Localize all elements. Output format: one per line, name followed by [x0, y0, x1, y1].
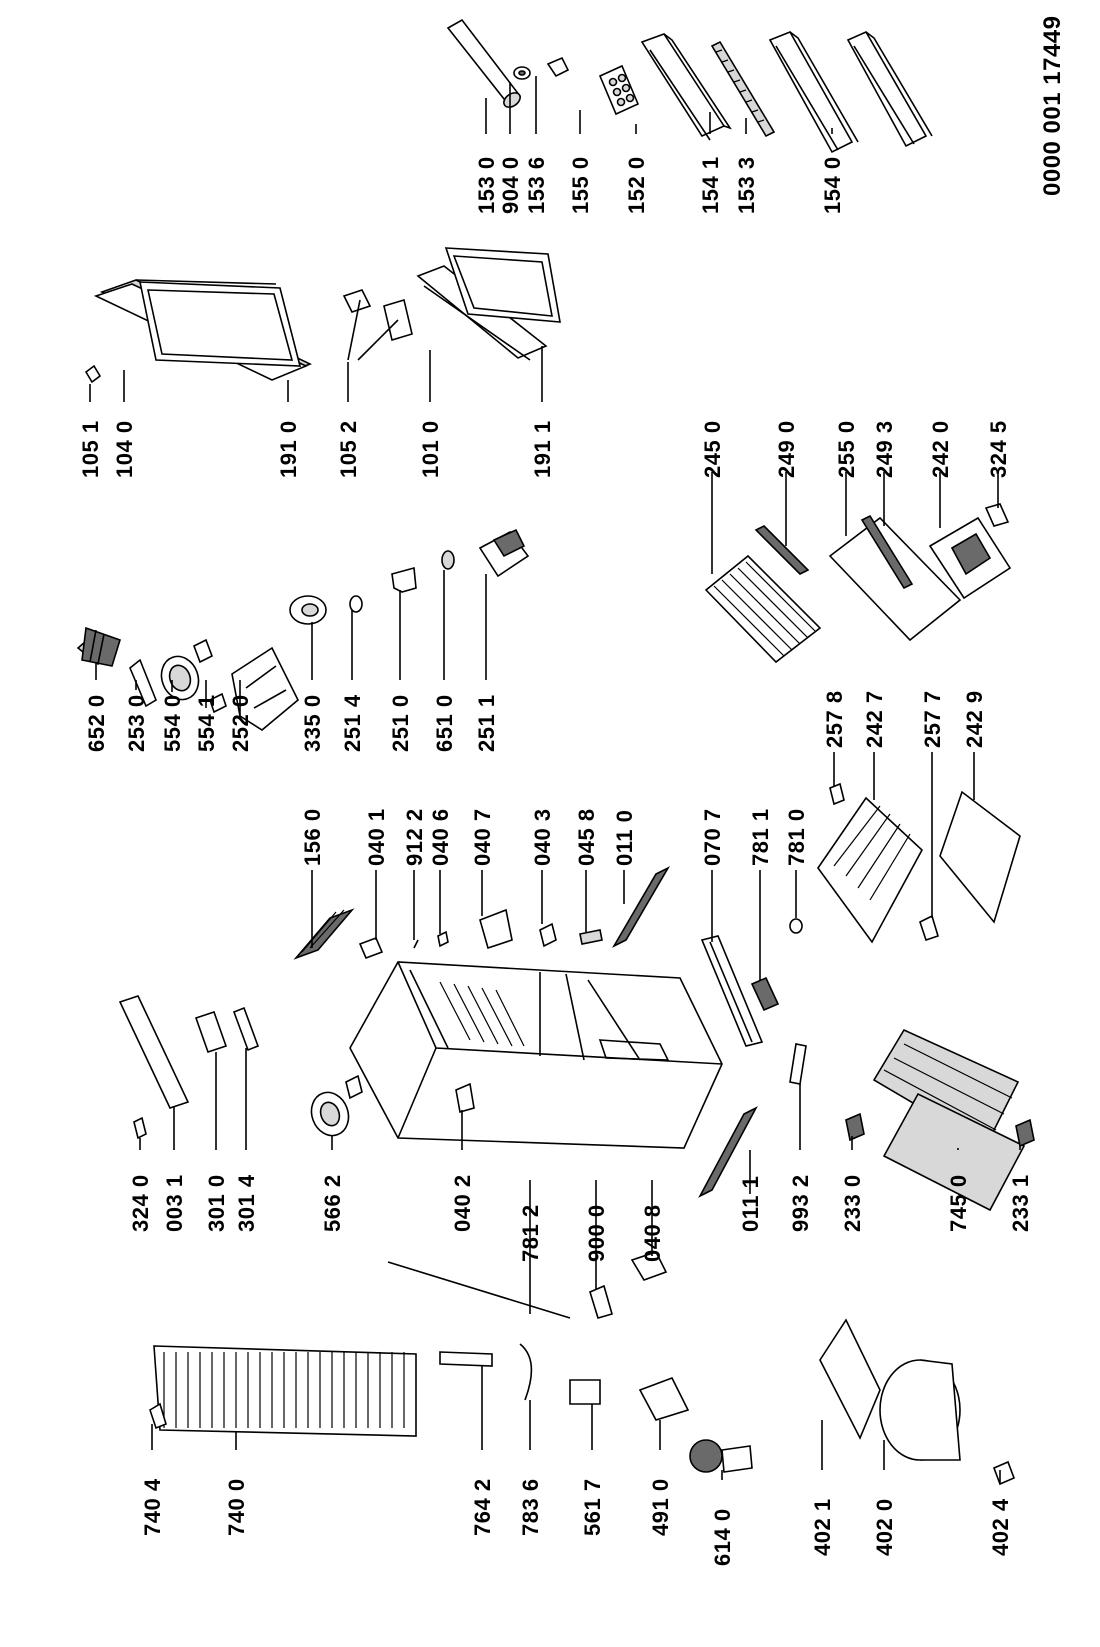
label-253-0: 253 0 — [124, 694, 149, 752]
drawer-drawings — [817, 782, 1021, 944]
label-335-0: 335 0 — [300, 694, 325, 752]
label-249-0: 249 0 — [774, 420, 799, 478]
label-652-0: 652 0 — [84, 694, 109, 752]
label-105-2: 105 2 — [336, 420, 361, 478]
label-242-9: 242 9 — [962, 690, 987, 748]
cabinet-drawings — [293, 866, 807, 1198]
label-105-1: 105 1 — [78, 420, 103, 478]
label-781-0: 781 0 — [784, 808, 809, 866]
label-191-0: 191 0 — [276, 420, 301, 478]
label-301-4: 301 4 — [234, 1174, 259, 1232]
label-233-0: 233 0 — [840, 1174, 865, 1232]
door-accessory-drawings — [446, 18, 933, 154]
label-153-3: 153 3 — [734, 156, 759, 214]
label-011-0: 011 0 — [612, 810, 637, 866]
label-781-1: 781 1 — [748, 808, 773, 866]
label-764-2: 764 2 — [470, 1478, 495, 1536]
label-402-0: 402 0 — [872, 1498, 897, 1556]
label-491-0: 491 0 — [648, 1478, 673, 1536]
control-group-drawings — [76, 528, 530, 731]
label-152-0: 152 0 — [624, 156, 649, 214]
label-614-0: 614 0 — [710, 1508, 735, 1566]
label-156-0: 156 0 — [300, 808, 325, 866]
label-040-3: 040 3 — [530, 808, 555, 866]
label-040-1: 040 1 — [364, 808, 389, 866]
cooling-system-drawings — [149, 1251, 1016, 1486]
label-904-0: 904 0 — [498, 156, 523, 214]
label-257-8: 257 8 — [822, 690, 847, 748]
label-402-1: 402 1 — [810, 1498, 835, 1556]
part-labels: 153 0 904 0 153 6 155 0 152 0 154 1 153 … — [78, 15, 1066, 1566]
label-740-4: 740 4 — [140, 1478, 165, 1536]
label-245-0: 245 0 — [700, 420, 725, 478]
label-554-1: 554 1 — [194, 694, 219, 752]
label-155-0: 155 0 — [568, 156, 593, 214]
label-101-0: 101 0 — [418, 420, 443, 478]
label-242-0: 242 0 — [928, 420, 953, 478]
label-070-7: 070 7 — [700, 808, 725, 866]
door-drawings — [84, 247, 561, 384]
label-040-6: 040 6 — [428, 808, 453, 866]
label-011-1: 011 1 — [738, 1176, 763, 1232]
label-003-1: 003 1 — [162, 1174, 187, 1232]
label-251-4: 251 4 — [340, 694, 365, 752]
leader-lines — [89, 76, 1021, 1484]
label-783-6: 783 6 — [518, 1478, 543, 1536]
label-257-7: 257 7 — [920, 690, 945, 748]
freezer-basket-drawings — [845, 1028, 1035, 1212]
label-554-0: 554 0 — [160, 694, 185, 752]
label-993-2: 993 2 — [788, 1174, 813, 1232]
label-912-2: 912 2 — [402, 808, 427, 866]
misc-drawings — [118, 995, 260, 1140]
label-040-7: 040 7 — [470, 808, 495, 866]
label-040-8: 040 8 — [640, 1204, 665, 1262]
label-301-0: 301 0 — [204, 1174, 229, 1232]
label-191-1: 191 1 — [530, 420, 555, 478]
label-233-1: 233 1 — [1008, 1174, 1033, 1232]
label-251-1: 251 1 — [474, 694, 499, 752]
label-561-7: 561 7 — [580, 1478, 605, 1536]
shelf-drawings — [704, 503, 1012, 664]
label-040-2: 040 2 — [450, 1174, 475, 1232]
label-242-7: 242 7 — [862, 690, 887, 748]
label-324-5: 324 5 — [986, 420, 1011, 478]
label-745-0: 745 0 — [946, 1174, 971, 1232]
label-900-0: 900 0 — [584, 1204, 609, 1262]
label-255-0: 255 0 — [834, 420, 859, 478]
label-402-4: 402 4 — [988, 1498, 1013, 1556]
label-252-0: 252 0 — [228, 694, 253, 752]
label-566-2: 566 2 — [320, 1174, 345, 1232]
label-104-0: 104 0 — [112, 420, 137, 478]
document-number: 0000 001 17449 — [1039, 15, 1066, 196]
label-740-0: 740 0 — [224, 1478, 249, 1536]
label-045-8: 045 8 — [574, 808, 599, 866]
label-324-0: 324 0 — [128, 1174, 153, 1232]
label-781-2: 781 2 — [518, 1204, 543, 1262]
label-154-0: 154 0 — [820, 156, 845, 214]
label-249-3: 249 3 — [872, 420, 897, 478]
label-153-6: 153 6 — [524, 156, 549, 214]
label-251-0: 251 0 — [388, 694, 413, 752]
label-651-0: 651 0 — [432, 694, 457, 752]
label-154-1: 154 1 — [698, 156, 723, 214]
label-153-0: 153 0 — [474, 156, 499, 214]
